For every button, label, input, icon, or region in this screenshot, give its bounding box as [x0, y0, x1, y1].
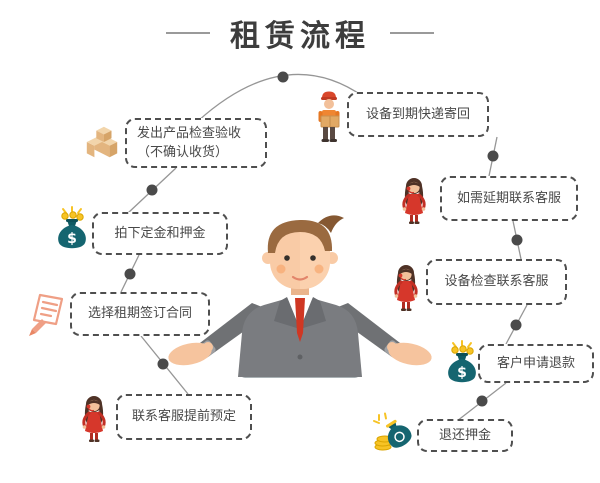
- connector-nodes: [124, 71, 523, 407]
- svg-text:$: $: [457, 365, 467, 381]
- deposit-return-icon: [372, 412, 416, 454]
- step-pay-deposit-box: 拍下定金和押金: [92, 212, 228, 255]
- step-request-refund-box: 客户申请退款: [478, 344, 594, 383]
- step-return-deposit-label: 退还押金: [438, 427, 491, 443]
- step-pay-deposit-label: 拍下定金和押金: [114, 225, 206, 241]
- money-bag-icon: $: [444, 340, 480, 386]
- step-sign-contract-box: 选择租期签订合同: [70, 292, 210, 336]
- step-sign-contract-label: 选择租期签订合同: [87, 306, 192, 322]
- step-request-refund-label: 客户申请退款: [496, 355, 575, 371]
- step-return-deposit-box: 退还押金: [417, 419, 513, 452]
- service-agent-icon: [399, 175, 429, 225]
- service-agent-icon: [391, 262, 421, 312]
- courier-icon: [313, 90, 345, 144]
- businessman-illustration: [168, 215, 432, 378]
- step-extend-contact-service-box: 如需延期联系客服: [440, 176, 578, 221]
- step-ship-product-line1: 发出产品检查验收: [137, 125, 242, 141]
- step-return-by-courier-label: 设备到期快递寄回: [365, 106, 470, 122]
- svg-text:$: $: [67, 231, 77, 247]
- title-divider-left: [166, 32, 210, 34]
- title-divider-right: [390, 32, 434, 34]
- step-contact-service-reserve-label: 联系客服提前预定: [131, 409, 236, 425]
- title-row: 租赁流程: [0, 10, 600, 56]
- step-extend-contact-service-label: 如需延期联系客服: [456, 190, 561, 206]
- step-device-check-service-box: 设备检查联系客服: [426, 259, 567, 305]
- step-return-by-courier-box: 设备到期快递寄回: [347, 92, 489, 137]
- step-ship-product-line2: （不确认收货）: [137, 145, 229, 160]
- service-agent-icon: [79, 393, 109, 443]
- package-boxes-icon: [83, 124, 121, 160]
- step-ship-product-box: 发出产品检查验收 （不确认收货）: [125, 118, 267, 168]
- money-bag-icon: $: [54, 206, 90, 252]
- step-device-check-service-label: 设备检查联系客服: [444, 274, 549, 290]
- page-title: 租赁流程: [230, 19, 370, 54]
- step-contact-service-reserve-box: 联系客服提前预定: [116, 394, 252, 440]
- contract-signing-icon: [26, 290, 68, 338]
